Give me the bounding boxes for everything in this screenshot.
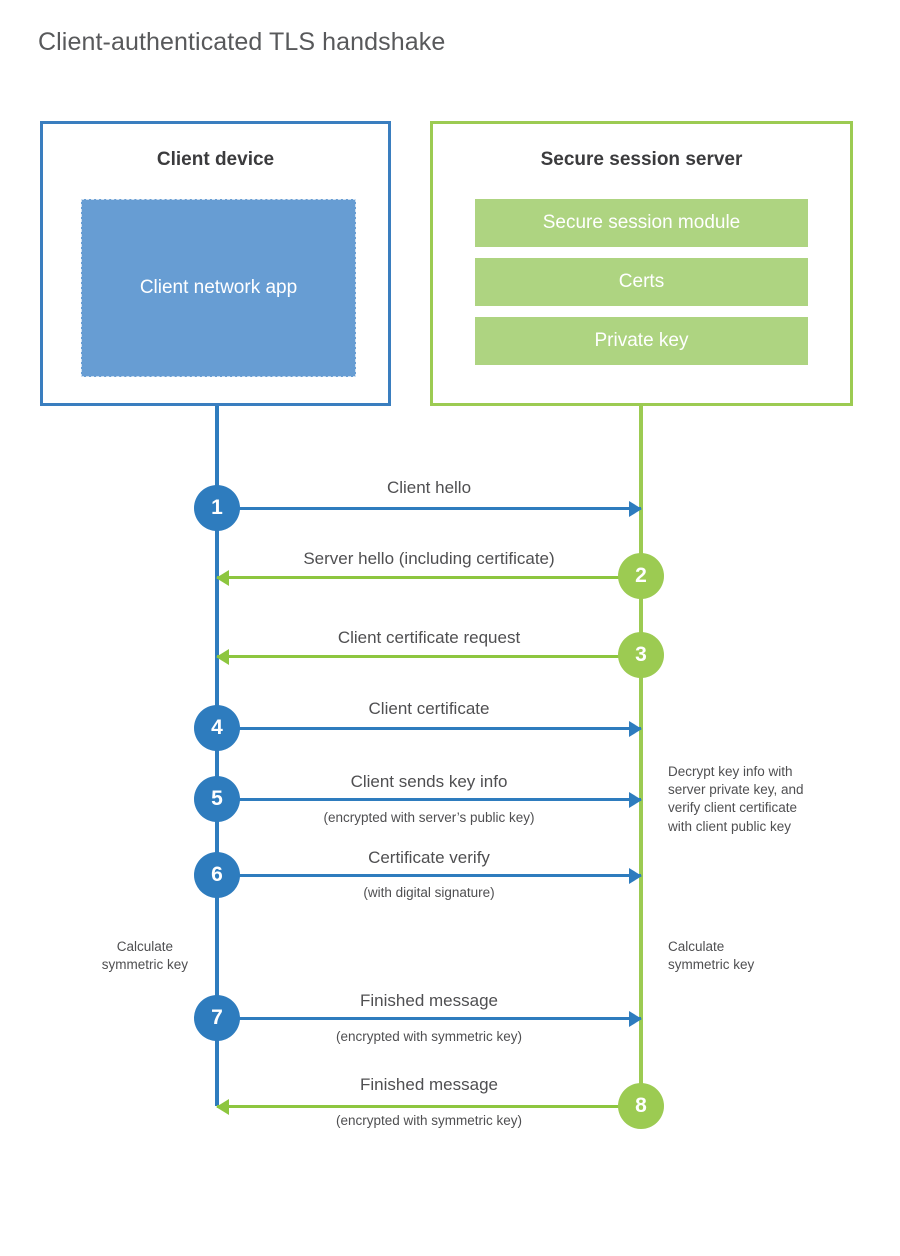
server-module-certs: Certs xyxy=(475,258,808,306)
step-8-arrow xyxy=(216,1098,641,1115)
step-6-label: Certificate verify xyxy=(368,848,490,867)
step-5-label: Client sends key info xyxy=(350,772,508,791)
step-2-label: Server hello (including certificate) xyxy=(303,549,555,568)
arrow-head-left-icon xyxy=(216,648,229,665)
step-badge-6[interactable]: 6 xyxy=(194,852,240,898)
client-device-box: Client device Client network app xyxy=(40,121,391,406)
client-lifeline xyxy=(215,406,219,1106)
arrow-head-right-icon xyxy=(629,867,642,884)
server-module-secure-session: Secure session module xyxy=(475,199,808,247)
server-module-private-key: Private key xyxy=(475,317,808,365)
step-badge-2[interactable]: 2 xyxy=(618,553,664,599)
step-4-label: Client certificate xyxy=(368,699,490,718)
step-3-label: Client certificate request xyxy=(337,628,521,647)
step-1-arrow xyxy=(217,500,642,517)
page-title: Client-authenticated TLS handshake xyxy=(38,28,446,56)
server-lifeline xyxy=(639,406,643,1106)
step-2-arrow xyxy=(216,569,641,586)
step-4-arrow xyxy=(217,720,642,737)
client-network-app-block: Client network app xyxy=(81,199,356,377)
step-7-arrow xyxy=(217,1010,642,1027)
arrow-head-right-icon xyxy=(629,500,642,517)
step-badge-5[interactable]: 5 xyxy=(194,776,240,822)
client-device-title: Client device xyxy=(156,149,275,170)
arrow-head-right-icon xyxy=(629,1010,642,1027)
step-5-sublabel: (encrypted with server’s public key) xyxy=(323,810,535,825)
step-8-sublabel: (encrypted with symmetric key) xyxy=(335,1113,523,1128)
note-client-calculate-symmetric-key: Calculate symmetric key xyxy=(101,939,188,973)
step-1-label: Client hello xyxy=(386,478,472,497)
step-badge-4[interactable]: 4 xyxy=(194,705,240,751)
step-3-arrow xyxy=(216,648,641,665)
arrow-head-left-icon xyxy=(216,569,229,586)
note-server-calculate-symmetric-key: Calculate symmetric key xyxy=(668,939,755,973)
step-6-sublabel: (with digital signature) xyxy=(363,885,495,900)
note-server-decrypt: Decrypt key info with server private key… xyxy=(668,764,804,834)
step-badge-8[interactable]: 8 xyxy=(618,1083,664,1129)
step-badge-1[interactable]: 1 xyxy=(194,485,240,531)
arrow-head-right-icon xyxy=(629,720,642,737)
step-5-arrow xyxy=(217,791,642,808)
secure-session-server-title: Secure session server xyxy=(540,149,743,170)
step-badge-3[interactable]: 3 xyxy=(618,632,664,678)
arrow-head-left-icon xyxy=(216,1098,229,1115)
step-7-sublabel: (encrypted with symmetric key) xyxy=(335,1029,523,1044)
step-7-label: Finished message xyxy=(360,991,498,1010)
arrow-head-right-icon xyxy=(629,791,642,808)
step-badge-7[interactable]: 7 xyxy=(194,995,240,1041)
step-8-label: Finished message xyxy=(360,1075,498,1094)
step-6-arrow xyxy=(217,867,642,884)
secure-session-server-box: Secure session server Secure session mod… xyxy=(430,121,853,406)
server-modules-list: Secure session module Certs Private key xyxy=(475,199,808,365)
